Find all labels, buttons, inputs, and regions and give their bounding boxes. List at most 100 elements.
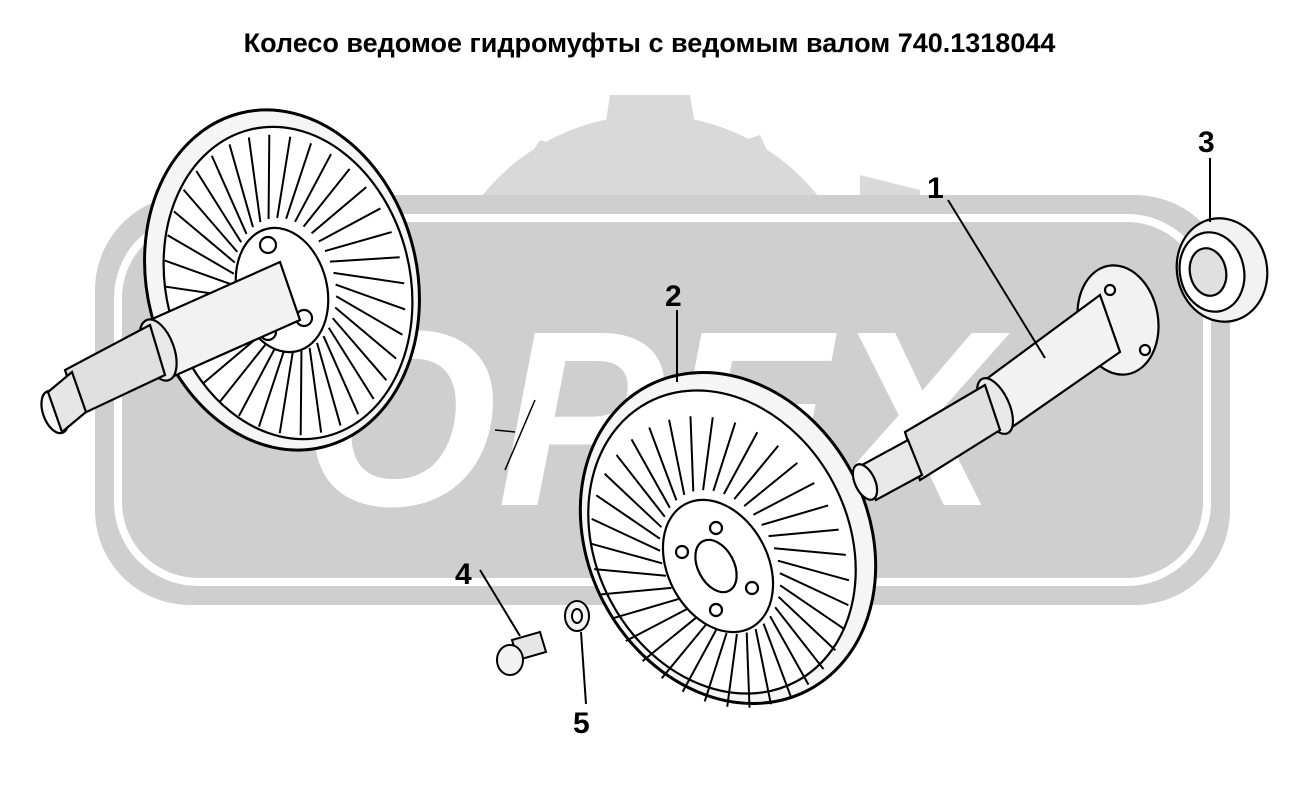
- wheel-spoke: [733, 445, 780, 500]
- wheel-spoke: [745, 632, 751, 708]
- wheel-spoke: [779, 572, 849, 607]
- wheel-spoke: [702, 417, 714, 491]
- alignment-mark: [494, 399, 536, 471]
- wheel-spoke: [334, 306, 397, 360]
- wheel-spoke: [316, 342, 342, 426]
- wheel-spoke: [773, 547, 846, 556]
- wheel-2-bolt-hole: [674, 544, 690, 560]
- bearing-part-3: [1175, 217, 1269, 323]
- wheel-spoke: [681, 629, 717, 693]
- alignment-line: [504, 399, 536, 471]
- wheel-spoke: [752, 482, 815, 516]
- wheel-spoke: [625, 608, 688, 642]
- wheel-2-spokes: [590, 416, 850, 708]
- left-shaft-end: [46, 370, 88, 434]
- wheel-spoke: [335, 295, 403, 336]
- shaft-splines: [903, 383, 1002, 482]
- wheel-spoke: [267, 134, 271, 220]
- wheel-spoke: [762, 623, 792, 697]
- wheel-spoke: [630, 438, 671, 509]
- wheel-spoke: [228, 144, 254, 228]
- leader-lines: [479, 158, 1211, 705]
- flange-bolt-hole: [1138, 343, 1152, 357]
- wheel-spoke: [777, 559, 850, 582]
- wheel-2-center-hole: [694, 538, 738, 594]
- driven-shaft-part-1: [851, 264, 1160, 502]
- bolt-head: [496, 644, 524, 676]
- wheel-spoke: [299, 350, 303, 436]
- wheel-spoke: [768, 528, 839, 538]
- wheel-spoke: [173, 210, 236, 264]
- wheel-spoke: [615, 454, 666, 518]
- wheel-spoke: [611, 598, 679, 620]
- left-hub-bolt-hole: [258, 235, 278, 255]
- flange-bolt-hole: [1103, 283, 1117, 297]
- left-wheel-spokes: [164, 134, 406, 436]
- washer-hole: [571, 608, 583, 624]
- wheel-spoke: [333, 271, 405, 285]
- callout-3: 3: [1198, 126, 1215, 159]
- leader-line-1: [947, 199, 1046, 359]
- wheel-spoke: [318, 207, 381, 243]
- wheel-spoke: [668, 419, 686, 496]
- wheel-spoke: [182, 189, 239, 253]
- leader-line-5: [580, 631, 587, 705]
- bolt-part-4: [496, 630, 548, 676]
- wheel-spoke: [743, 462, 799, 507]
- callout-2: 2: [665, 280, 682, 313]
- wheel-2-bolt-hole: [708, 602, 724, 618]
- callout-5: 5: [573, 707, 590, 740]
- wheel-spoke: [310, 186, 367, 235]
- wheel-spoke: [327, 327, 375, 400]
- wheel-spoke: [331, 317, 388, 381]
- wheel-spoke: [210, 155, 248, 235]
- wheel-spoke: [164, 259, 235, 287]
- leader-line-4: [479, 569, 521, 637]
- driven-wheel-part-2: [578, 371, 878, 708]
- wheel-spoke: [308, 347, 323, 433]
- wheel-spoke: [590, 542, 663, 565]
- wheel-spoke: [219, 342, 268, 402]
- bearing-bore: [1188, 247, 1228, 297]
- wheel-spoke: [761, 504, 829, 526]
- wheel-spoke: [712, 422, 737, 492]
- wheel-spoke: [723, 431, 759, 495]
- wheel-spoke: [689, 416, 695, 492]
- left-wheel-shaft-assembly: [40, 108, 421, 452]
- wheel-spoke: [302, 168, 351, 228]
- wheel-spoke: [335, 283, 406, 311]
- wheel-spoke: [258, 350, 285, 428]
- wheel-spoke: [601, 586, 672, 596]
- wheel-spoke: [774, 606, 825, 670]
- wheel-spoke: [247, 137, 262, 223]
- wheel-spoke: [648, 427, 678, 501]
- page-title: Колесо ведомое гидромуфты с ведомым вало…: [243, 28, 1056, 58]
- wheel-spoke: [195, 170, 243, 243]
- callout-4: 4: [455, 558, 472, 591]
- wheel-spoke: [591, 517, 661, 552]
- washer-part-5: [564, 600, 590, 632]
- wheel-spoke: [285, 142, 312, 220]
- callout-1: 1: [927, 172, 944, 205]
- wheel-spoke: [167, 234, 235, 275]
- wheel-2-bolt-hole: [708, 520, 724, 536]
- wheel-spoke: [238, 347, 276, 417]
- wheel-spoke: [726, 633, 738, 707]
- wheel-spoke: [278, 351, 294, 434]
- wheel-spoke: [329, 256, 400, 263]
- wheel-spoke: [777, 596, 837, 651]
- wheel-spoke: [322, 335, 360, 415]
- wheel-spoke: [779, 584, 845, 630]
- shaft-end: [851, 463, 879, 501]
- wheel-spoke: [594, 568, 667, 577]
- wheel-2-bolt-hole: [744, 580, 760, 596]
- wheel-spoke: [641, 617, 697, 662]
- wheel-spoke: [324, 231, 392, 253]
- wheel-spoke: [203, 335, 260, 384]
- wheel-spoke: [754, 628, 772, 705]
- wheel-spoke: [595, 494, 661, 540]
- wheel-spoke: [294, 153, 332, 223]
- wheel-spoke: [769, 615, 810, 686]
- wheel-spoke: [603, 473, 663, 528]
